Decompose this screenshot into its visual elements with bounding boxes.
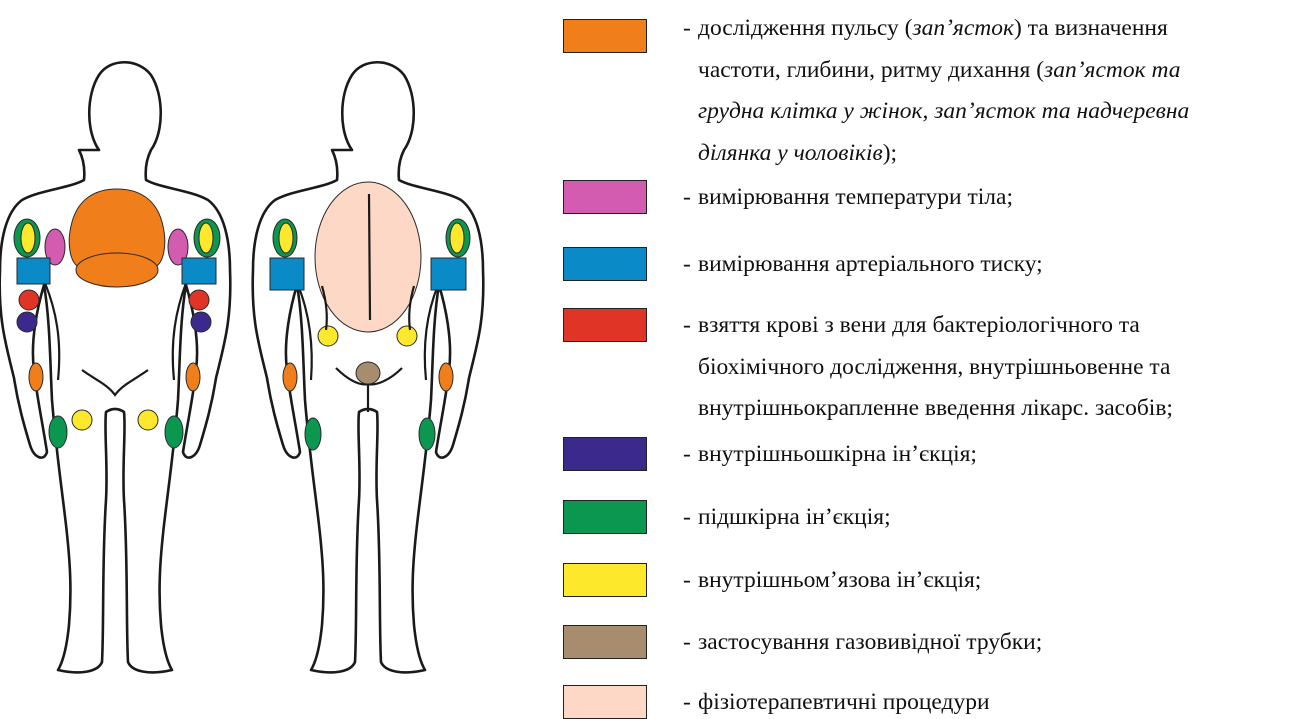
legend-dash-blood: - bbox=[683, 309, 691, 341]
legend-dash-physio: - bbox=[683, 686, 691, 718]
legend-dash-intramuscular: - bbox=[683, 564, 691, 596]
legend-text-segment: зап’ясток bbox=[912, 15, 1014, 41]
legend-text-pulse-line-2: частоти, глибини, ритму дихання (зап’яст… bbox=[698, 54, 1180, 86]
legend-text-segment: вимірювання температури тіла; bbox=[698, 184, 1013, 210]
legend-text-segment: взяття крові з вени для бактеріологічног… bbox=[698, 312, 1140, 338]
legend-text-temperature-line-1: вимірювання температури тіла; bbox=[698, 181, 1013, 213]
legend-text-gas_tube-line-1: застосування газовивідної трубки; bbox=[698, 626, 1042, 658]
legend-text-segment: вимірювання артеріального тиску; bbox=[698, 251, 1043, 277]
legend-text-segment: внутрішньокрапленне введення лікарс. зас… bbox=[698, 395, 1173, 421]
legend-text-segment: грудна клітка у жінок, зап’ясток та надч… bbox=[698, 98, 1189, 124]
legend-swatch-physio bbox=[563, 685, 647, 719]
legend-text-segment: частоти, глибини, ритму дихання ( bbox=[698, 57, 1044, 83]
legend-dash-intradermal: - bbox=[683, 438, 691, 470]
legend-text-intramuscular-line-1: внутрішньом’язова ін’єкція; bbox=[698, 564, 981, 596]
legend-swatch-blood bbox=[563, 308, 647, 342]
legend-swatch-intradermal bbox=[563, 437, 647, 471]
legend-text-pulse-line-1: дослідження пульсу (зап’ясток) та визнач… bbox=[698, 12, 1168, 44]
legend-swatch-pulse bbox=[563, 19, 647, 53]
legend-text-segment: біохімічного дослідження, внутрішньовенн… bbox=[698, 354, 1170, 380]
legend-text-pulse-line-4: ділянка у чоловіків); bbox=[698, 137, 897, 169]
legend-text-segment: внутрішньошкірна ін’єкція; bbox=[698, 441, 977, 467]
legend-text-pressure-line-1: вимірювання артеріального тиску; bbox=[698, 248, 1043, 280]
legend-text-segment: підшкірна ін’єкція; bbox=[698, 504, 891, 530]
legend-text-blood-line-1: взяття крові з вени для бактеріологічног… bbox=[698, 309, 1140, 341]
legend-swatch-temperature bbox=[563, 180, 647, 214]
legend-text-segment: ); bbox=[883, 140, 897, 166]
legend-text-pulse-line-3: грудна клітка у жінок, зап’ясток та надч… bbox=[698, 95, 1189, 127]
legend-swatch-intramuscular bbox=[563, 563, 647, 597]
legend-text-blood-line-2: біохімічного дослідження, внутрішньовенн… bbox=[698, 351, 1170, 383]
legend-dash-temperature: - bbox=[683, 181, 691, 213]
legend-text-intradermal-line-1: внутрішньошкірна ін’єкція; bbox=[698, 438, 977, 470]
legend-text-segment: фізіотерапевтичні процедури bbox=[698, 689, 990, 715]
legend-text-segment: ділянка у чоловіків bbox=[698, 140, 883, 166]
legend-text-segment: ) та визначення bbox=[1014, 15, 1168, 41]
legend-text-segment: застосування газовивідної трубки; bbox=[698, 629, 1042, 655]
legend-dash-pressure: - bbox=[683, 248, 691, 280]
legend-dash-subcutaneous: - bbox=[683, 501, 691, 533]
legend-text-segment: внутрішньом’язова ін’єкція; bbox=[698, 567, 981, 593]
legend-swatch-pressure bbox=[563, 247, 647, 281]
legend-text-segment: дослідження пульсу ( bbox=[698, 15, 912, 41]
legend-dash-gas_tube: - bbox=[683, 626, 691, 658]
legend-text-subcutaneous-line-1: підшкірна ін’єкція; bbox=[698, 501, 891, 533]
legend-text-blood-line-3: внутрішньокрапленне введення лікарс. зас… bbox=[698, 392, 1173, 424]
legend-text-segment: зап’ясток та bbox=[1044, 57, 1180, 83]
legend-swatch-gas_tube bbox=[563, 625, 647, 659]
legend-swatch-subcutaneous bbox=[563, 500, 647, 534]
legend-text-physio-line-1: фізіотерапевтичні процедури bbox=[698, 686, 990, 718]
legend-dash-pulse: - bbox=[683, 12, 691, 44]
